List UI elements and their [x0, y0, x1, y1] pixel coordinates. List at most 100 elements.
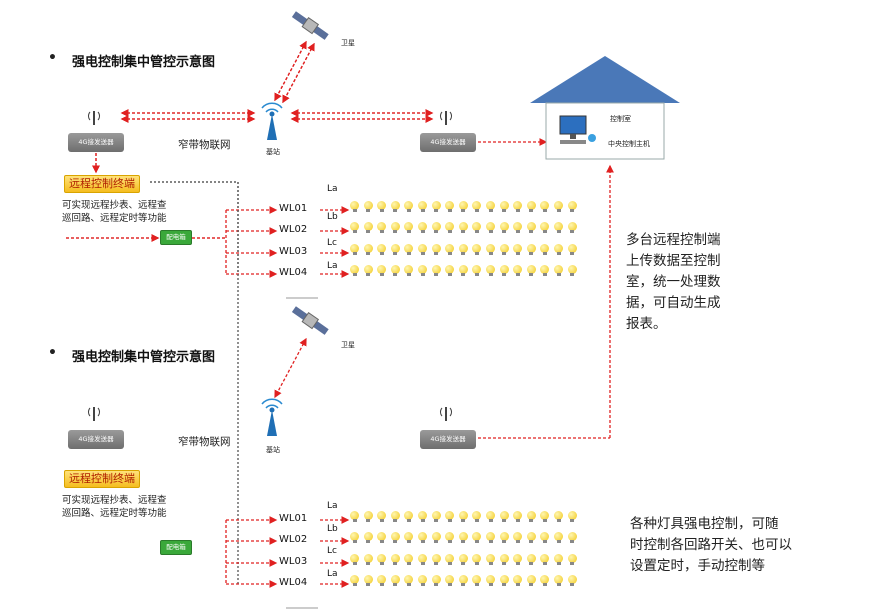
central-host-label: 中央控制主机	[608, 140, 650, 148]
light-bulb-icon	[404, 532, 414, 543]
house-roof	[530, 56, 680, 103]
light-bulb-icon	[526, 201, 536, 212]
light-bulb-icon	[404, 554, 414, 565]
light-bulb-icon	[431, 511, 441, 522]
light-bulb-icon	[554, 244, 563, 255]
light-bulb-icon	[377, 244, 387, 255]
light-bulb-icon	[445, 554, 455, 565]
light-bulb-icon	[486, 222, 495, 233]
light-bulb-icon	[540, 244, 550, 255]
light-bulb-icon	[404, 265, 414, 276]
light-bulb-icon	[390, 554, 400, 565]
light-bulb-icon	[418, 201, 427, 212]
light-bulb-icon	[513, 222, 523, 233]
light-bulb-icon	[472, 575, 482, 586]
light-bulb-icon	[499, 244, 509, 255]
satellite-link	[282, 42, 315, 104]
light-bulb-icon	[445, 244, 455, 255]
light-bulb-icon	[390, 222, 400, 233]
light-bulb-icon	[499, 201, 509, 212]
antenna-icon	[84, 402, 104, 426]
light-bulb-icon	[363, 222, 373, 233]
light-bulb-icon	[472, 201, 482, 212]
transmitter-left-2: 4G接发送器	[68, 430, 124, 449]
light-bulb-icon	[445, 511, 455, 522]
light-bulb-icon	[554, 575, 563, 586]
phase-label: La	[327, 569, 338, 579]
light-bulb-icon	[390, 201, 400, 212]
circuit-name: WL01	[279, 203, 308, 214]
light-bulb-icon	[350, 201, 359, 212]
light-bulb-icon	[499, 265, 509, 276]
light-bulb-icon	[390, 265, 400, 276]
light-bulb-icon	[567, 554, 577, 565]
light-bulb-icon	[377, 201, 387, 212]
remote-terminal-1: 远程控制终端	[64, 175, 140, 193]
light-bulb-icon	[513, 201, 523, 212]
base-station-label-1: 基站	[266, 148, 280, 156]
light-bulb-icon	[431, 265, 441, 276]
satellite-label-2: 卫星	[341, 341, 355, 349]
base-station-label-2: 基站	[266, 446, 280, 454]
light-bulb-icon	[404, 575, 414, 586]
light-bulb-icon	[486, 532, 495, 543]
light-bulb-icon	[404, 244, 414, 255]
light-bulb-icon	[431, 201, 441, 212]
light-bulb-icon	[472, 222, 482, 233]
light-bulb-icon	[431, 575, 441, 586]
satellite-icon	[288, 8, 332, 48]
light-bulb-icon	[418, 265, 427, 276]
connection-lines	[66, 40, 614, 609]
light-bulb-icon	[554, 265, 563, 276]
light-bulb-icon	[363, 511, 373, 522]
transmitter-left-1: 4G接发送器	[68, 133, 124, 152]
light-bulb-icon	[377, 532, 387, 543]
light-bulb-icon	[350, 532, 359, 543]
antenna-icon	[84, 106, 104, 130]
light-bulb-icon	[350, 554, 359, 565]
base-station-icon	[258, 102, 286, 146]
remote-terminal-2: 远程控制终端	[64, 470, 140, 488]
light-bulb-icon	[567, 201, 577, 212]
circuit-name: WL03	[279, 556, 308, 567]
light-bulb-icon	[418, 511, 427, 522]
light-bulb-icon	[377, 511, 387, 522]
light-bulb-icon	[458, 201, 468, 212]
light-bulb-icon	[513, 575, 523, 586]
light-bulb-icon	[377, 265, 387, 276]
light-bulb-icon	[526, 532, 536, 543]
light-bulb-icon	[486, 265, 495, 276]
light-bulb-icon	[390, 511, 400, 522]
circuit-name: WL04	[279, 577, 308, 588]
light-bulb-icon	[363, 532, 373, 543]
light-bulb-icon	[377, 554, 387, 565]
light-bulb-icon	[526, 244, 536, 255]
light-bulb-icon	[540, 532, 550, 543]
light-bulb-icon	[486, 244, 495, 255]
light-bulb-icon	[540, 265, 550, 276]
light-bulb-icon	[418, 575, 427, 586]
light-bulb-icon	[350, 265, 359, 276]
light-bulb-icon	[458, 511, 468, 522]
bullet-1: •	[48, 50, 57, 66]
light-bulb-icon	[350, 222, 359, 233]
light-bulb-icon	[526, 265, 536, 276]
light-bulb-icon	[567, 532, 577, 543]
control-room-label: 控制室	[610, 115, 631, 123]
light-bulb-icon	[540, 554, 550, 565]
light-bulb-icon	[513, 554, 523, 565]
satellite-link	[274, 40, 307, 102]
phase-label: Lc	[327, 238, 337, 248]
phase-label: Lc	[327, 546, 337, 556]
light-bulb-icon	[350, 575, 359, 586]
light-bulb-icon	[404, 222, 414, 233]
light-bulb-icon	[526, 575, 536, 586]
circuit-name: WL01	[279, 513, 308, 524]
light-bulb-icon	[554, 511, 563, 522]
light-bulb-icon	[513, 511, 523, 522]
light-bulb-icon	[350, 511, 359, 522]
light-bulb-icon	[350, 244, 359, 255]
light-bulb-icon	[526, 222, 536, 233]
light-bulb-icon	[458, 554, 468, 565]
